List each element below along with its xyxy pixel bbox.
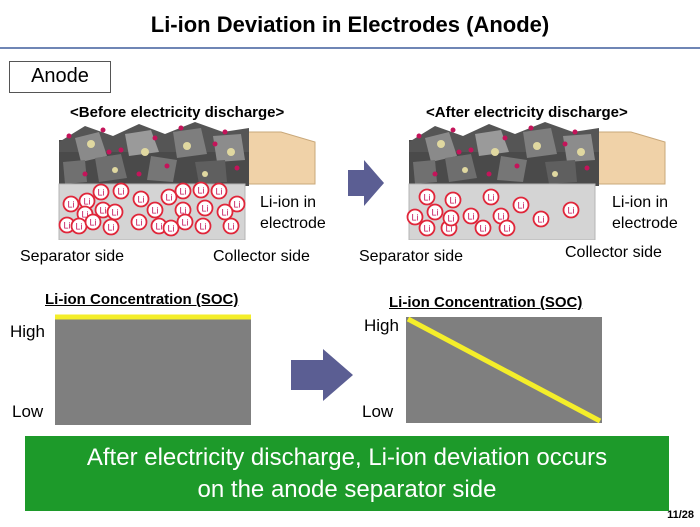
before-li-ion-label: Li	[151, 206, 158, 216]
before-li-ion-label: Li	[75, 222, 82, 232]
before-li-ion-label: Li	[83, 197, 90, 207]
before-li-ion-label: Li	[107, 223, 114, 233]
after-li-ion-label: Li	[423, 224, 430, 234]
before-li-ion-label: Li	[137, 195, 144, 205]
after-li-ion-label: Li	[517, 201, 524, 211]
before-li-ion-label: Li	[67, 200, 74, 210]
anode-tag: Anode	[9, 61, 111, 93]
soc-after-high-label: High	[364, 316, 399, 336]
before-li-ion-label: Li	[201, 204, 208, 214]
before-li-ion-label: Li	[155, 222, 162, 232]
before-li-ion-label: Li	[167, 224, 174, 234]
before-li-ion-label: Li	[197, 186, 204, 196]
right-arrow-icon	[289, 348, 355, 402]
after-li-ion-label: Li	[487, 193, 494, 203]
soc-after-title: Li-ion Concentration (SOC)	[389, 294, 582, 311]
before-li-ion-label: Li	[111, 208, 118, 218]
after-li-label: Li-ion in electrode	[612, 192, 678, 234]
before-li-ion-label: Li	[89, 218, 96, 228]
after-li-ion-label: Li	[431, 208, 438, 218]
before-li-ion-label: Li	[215, 187, 222, 197]
before-li-ion-label: Li	[199, 222, 206, 232]
after-active-material	[409, 122, 599, 186]
soc-after-low-label: Low	[362, 402, 393, 422]
before-li-ion-label: Li	[63, 221, 70, 231]
soc-before-high-label: High	[10, 322, 45, 342]
soc-after-graph	[406, 315, 604, 425]
before-separator-label: Separator side	[20, 248, 124, 266]
before-li-label: Li-ion in electrode	[260, 192, 326, 234]
conclusion-line-2: on the anode separator side	[25, 474, 669, 506]
before-active-material	[59, 122, 249, 186]
slide-title: Li-ion Deviation in Electrodes (Anode)	[0, 12, 700, 38]
before-li-ion-label: Li	[233, 200, 240, 210]
after-li-label-line1: Li-ion in	[612, 192, 678, 213]
after-separator-label: Separator side	[359, 248, 463, 266]
before-li-ion-label: Li	[117, 187, 124, 197]
after-li-ion-label: Li	[497, 212, 504, 222]
page-number: 11/28	[667, 509, 694, 521]
after-li-ion-label: Li	[467, 212, 474, 222]
after-li-ion-label: Li	[449, 196, 456, 206]
before-li-label-line2: electrode	[260, 213, 326, 234]
after-li-label-line2: electrode	[612, 213, 678, 234]
after-li-ion-label: Li	[447, 214, 454, 224]
soc-before-low-label: Low	[12, 402, 43, 422]
before-li-ion-label: Li	[221, 208, 228, 218]
soc-before-area	[55, 315, 251, 425]
after-li-ion-label: Li	[503, 224, 510, 234]
before-li-ion-label: Li	[181, 218, 188, 228]
before-li-ion-label: Li	[99, 206, 106, 216]
before-li-ion-label: Li	[135, 218, 142, 228]
after-li-ion-label: Li	[411, 213, 418, 223]
title-divider	[0, 47, 700, 49]
after-caption: <After electricity discharge>	[426, 104, 628, 121]
after-li-ion-label: Li	[479, 224, 486, 234]
before-li-ion-label: Li	[165, 193, 172, 203]
before-li-ion-label: Li	[97, 188, 104, 198]
after-li-ion-label: Li	[537, 215, 544, 225]
conclusion-line-1: After electricity discharge, Li-ion devi…	[25, 442, 669, 474]
before-caption: <Before electricity discharge>	[70, 104, 284, 121]
before-li-label-line1: Li-ion in	[260, 192, 326, 213]
after-collector-block	[591, 132, 665, 184]
after-li-ion-label: Li	[567, 206, 574, 216]
after-collector-label: Collector side	[565, 244, 662, 262]
conclusion-banner: After electricity discharge, Li-ion devi…	[25, 436, 669, 511]
soc-before-graph	[55, 313, 251, 425]
before-collector-label: Collector side	[213, 248, 310, 266]
before-collector-block	[241, 132, 315, 184]
right-arrow-icon	[344, 158, 386, 208]
before-li-ion-label: Li	[179, 187, 186, 197]
soc-before-title: Li-ion Concentration (SOC)	[45, 291, 238, 308]
before-li-ion-label: Li	[227, 222, 234, 232]
after-li-ion-label: Li	[423, 193, 430, 203]
